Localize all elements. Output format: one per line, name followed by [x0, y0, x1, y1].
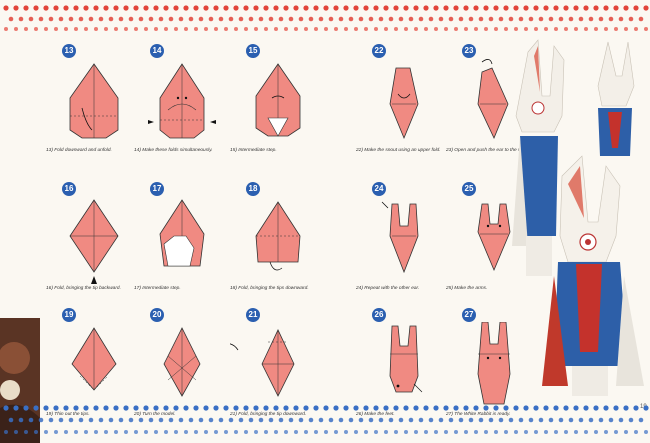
step-caption: 24) Repeat with the other ear.	[356, 286, 452, 292]
step-number-badge: 27	[462, 308, 476, 322]
step-number-badge: 21	[246, 308, 260, 322]
step-number-badge: 20	[150, 308, 164, 322]
fold-diagram	[230, 196, 326, 286]
step-17: 17 17) Intermediate step.	[134, 182, 230, 310]
top-dot-border	[0, 0, 650, 36]
step-24: 24 24) Repeat with the other ear.	[356, 182, 452, 310]
step-number-badge: 23	[462, 44, 476, 58]
fold-diagram	[356, 196, 452, 286]
step-13: 13 13) Fold downward and unfold.	[46, 44, 142, 172]
step-number-badge: 22	[372, 44, 386, 58]
step-15: 15 15) Intermediate step.	[230, 44, 326, 172]
step-caption: 15) Intermediate step.	[230, 148, 326, 154]
step-number-badge: 24	[372, 182, 386, 196]
step-22: 22 22) Make the snout using an upper fol…	[356, 44, 452, 172]
step-number-badge: 13	[62, 44, 76, 58]
step-caption: 22) Make the snout using an upper fold.	[356, 148, 452, 154]
step-number-badge: 26	[372, 308, 386, 322]
step-number-badge: 19	[62, 308, 76, 322]
step-18: 18 18) Fold, bringing the tips downward.	[230, 182, 326, 310]
fold-diagram	[46, 58, 142, 148]
step-number-badge: 14	[150, 44, 164, 58]
step-number-badge: 18	[246, 182, 260, 196]
step-caption: 17) Intermediate step.	[134, 286, 230, 292]
fold-diagram	[356, 58, 452, 148]
fold-diagram	[46, 196, 142, 286]
step-caption: 16) Fold, bringing the tip backward.	[46, 286, 142, 292]
step-caption: 18) Fold, bringing the tips downward.	[230, 286, 326, 292]
step-number-badge: 25	[462, 182, 476, 196]
step-14: 14 14) Make these folds simultaneously.	[134, 44, 230, 172]
step-number-badge: 17	[150, 182, 164, 196]
fold-diagram	[134, 58, 230, 148]
step-number-badge: 16	[62, 182, 76, 196]
bottom-dot-border	[0, 394, 650, 443]
fold-diagram	[230, 58, 326, 148]
step-number-badge: 15	[246, 44, 260, 58]
fold-diagram	[134, 196, 230, 286]
step-caption: 13) Fold downward and unfold.	[46, 148, 142, 154]
step-caption: 14) Make these folds simultaneously.	[134, 148, 230, 154]
white-rabbit-photo	[498, 36, 650, 406]
step-16: 16 16) Fold, bringing the tip backward.	[46, 182, 142, 310]
